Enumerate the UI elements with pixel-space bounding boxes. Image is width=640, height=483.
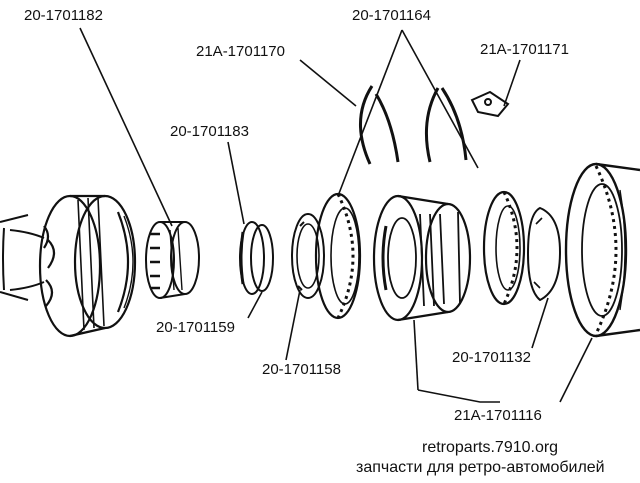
label-21A-1701116: 21A-1701116 xyxy=(454,407,542,424)
helical-gear-large xyxy=(38,194,137,338)
label-20-1701132: 20-1701132 xyxy=(452,349,531,366)
lock-piece xyxy=(470,90,510,118)
output-shaft xyxy=(0,214,45,301)
label-20-1701182: 20-1701182 xyxy=(24,7,103,24)
footer-site: retroparts.7910.org xyxy=(422,439,559,456)
synchronizer-hub xyxy=(372,194,472,322)
label-20-1701164: 20-1701164 xyxy=(352,7,431,24)
leader-20-1701158 xyxy=(285,289,301,361)
blocker-ring-left xyxy=(314,192,362,320)
label-20-1701159: 20-1701159 xyxy=(156,319,235,336)
snap-ring-pair xyxy=(239,221,274,295)
label-21A-1701170: 21A-1701170 xyxy=(196,43,285,60)
label-21A-1701171: 21A-1701171 xyxy=(480,41,569,58)
leader-20-1701164-a xyxy=(337,29,403,197)
arc-springs xyxy=(359,85,468,165)
leader-20-1701182 xyxy=(79,27,173,227)
leader-20-1701159 xyxy=(247,291,263,319)
footer-tagline: запчасти для ретро-автомобилей xyxy=(356,459,605,476)
leader-20-1701164-b xyxy=(401,29,479,169)
leader-21A-1701116-c xyxy=(559,337,593,403)
gear-large-right xyxy=(564,162,640,338)
small-spur-gear xyxy=(145,221,200,299)
inner-ring xyxy=(291,213,325,299)
leader-20-1701132 xyxy=(531,297,549,349)
spacer-plate xyxy=(526,206,562,302)
leader-lines xyxy=(79,27,593,403)
leader-20-1701183 xyxy=(227,141,245,225)
blocker-ring-right xyxy=(482,190,526,306)
leader-21A-1701171 xyxy=(503,59,521,107)
leader-21A-1701116-b xyxy=(417,389,500,403)
label-20-1701158: 20-1701158 xyxy=(262,361,341,378)
leader-21A-1701116-a xyxy=(413,319,419,391)
label-20-1701183: 20-1701183 xyxy=(170,123,249,140)
leader-21A-1701170 xyxy=(299,59,357,107)
